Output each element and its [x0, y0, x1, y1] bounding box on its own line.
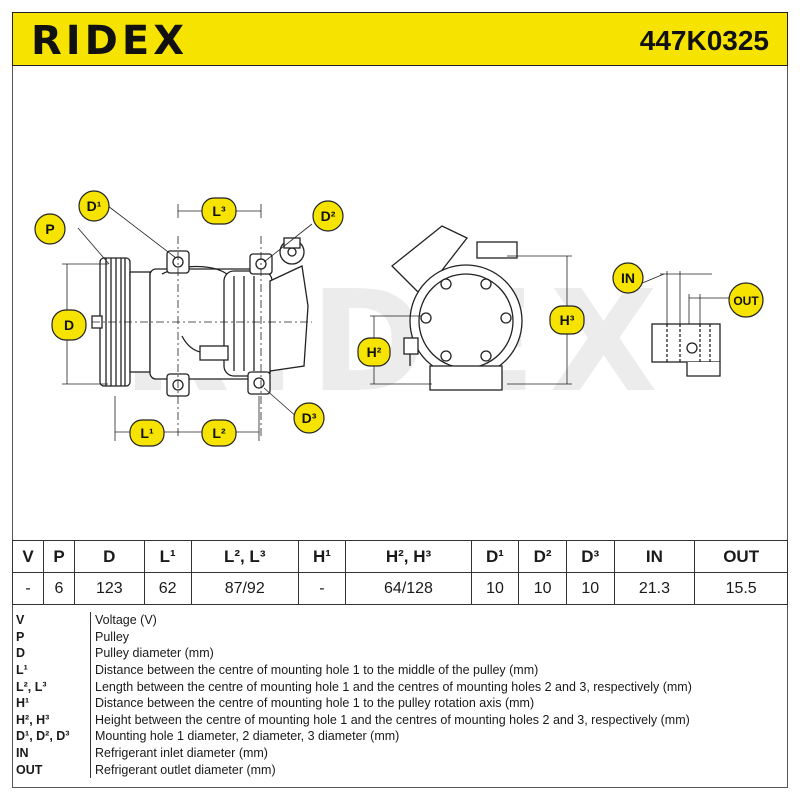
spec-value: 87/92 [190, 572, 299, 605]
spec-value-row: - 6 123 62 87/92 - 64/128 10 10 10 21.3 … [12, 572, 788, 605]
legend-row: H¹ Distance between the centre of mountin… [12, 694, 788, 712]
legend-key: IN [12, 744, 91, 762]
legend-desc: Mounting hole 1 diameter, 2 diameter, 3 … [95, 729, 400, 744]
legend-key: P [12, 628, 91, 646]
header-bar: RIDEX 447K0325 [12, 12, 788, 66]
label-H2: H² [367, 344, 382, 360]
label-H3: H³ [560, 312, 575, 328]
legend-desc: Voltage (V) [95, 613, 157, 628]
spec-value: 62 [143, 572, 192, 605]
label-P: P [45, 221, 54, 237]
label-D1: D¹ [87, 198, 102, 214]
spec-header: D [74, 540, 145, 573]
compressor-body-side [149, 237, 309, 397]
legend-desc: Pulley diameter (mm) [95, 646, 214, 661]
legend-row: D¹, D², D³ Mounting hole 1 diameter, 2 di… [12, 728, 788, 745]
label-D3: D³ [302, 410, 317, 426]
spec-value: 10 [518, 572, 567, 605]
legend-key: V [12, 612, 91, 629]
legend-table: V Voltage (V) P Pulley D Pulley diameter (m… [12, 612, 788, 778]
spec-header-row: V P D L¹ L², L³ H¹ H², H³ D¹ D² D³ IN OU… [12, 540, 788, 573]
label-OUT: OUT [733, 294, 759, 308]
legend-key: L¹ [12, 661, 91, 679]
legend-desc: Refrigerant outlet diameter (mm) [95, 762, 276, 777]
label-L2: L² [212, 425, 226, 441]
spec-header: D² [518, 540, 567, 573]
spec-value: - [12, 572, 44, 605]
legend-row: H², H³ Height between the centre of mount… [12, 711, 788, 729]
legend-row: D Pulley diameter (mm) [12, 645, 788, 662]
legend-row: P Pulley [12, 628, 788, 646]
spec-header: IN [613, 540, 696, 573]
brand-logo: RIDEX [31, 18, 189, 64]
spec-header: L¹ [143, 540, 192, 573]
technical-drawing: RIDEX [12, 66, 788, 536]
spec-header: L², L³ [190, 540, 299, 573]
legend-desc: Refrigerant inlet diameter (mm) [95, 746, 268, 761]
spec-value: 15.5 [694, 572, 788, 605]
legend-key: H², H³ [12, 711, 91, 729]
spec-header: D³ [565, 540, 615, 573]
label-D: D [64, 317, 74, 333]
spec-value: - [297, 572, 347, 605]
spec-value: 123 [74, 572, 145, 605]
label-L3: L³ [212, 203, 226, 219]
spec-value: 21.3 [613, 572, 696, 605]
spec-header: H¹ [297, 540, 347, 573]
legend-key: D¹, D², D³ [12, 728, 91, 745]
spec-header: OUT [694, 540, 788, 573]
legend-row: V Voltage (V) [12, 612, 788, 629]
spec-value: 10 [470, 572, 520, 605]
legend-row: IN Refrigerant inlet diameter (mm) [12, 744, 788, 762]
port-detail-drawing [651, 323, 721, 377]
part-number: 447K0325 [639, 25, 769, 56]
spec-table: V P D L¹ L², L³ H¹ H², H³ D¹ D² D³ IN OU… [12, 540, 788, 605]
label-L1: L¹ [140, 425, 154, 441]
legend-row: OUT Refrigerant outlet diameter (mm) [12, 761, 788, 778]
compressor-diagram: P D¹ D L³ D² L¹ L² D³ H² H³ IN OUT [34, 190, 764, 447]
spec-value: 6 [43, 572, 75, 605]
legend-row: L², L³ Length between the centre of mount… [12, 678, 788, 695]
legend-key: OUT [12, 761, 91, 778]
label-IN: IN [621, 270, 635, 286]
legend-key: H¹ [12, 694, 91, 712]
spec-header: V [12, 540, 44, 573]
legend-row: L¹ Distance between the centre of mountin… [12, 661, 788, 679]
legend-desc: Height between the centre of mounting ho… [95, 712, 690, 727]
legend-desc: Distance between the centre of mounting … [95, 696, 535, 711]
label-D2: D² [321, 208, 336, 224]
legend-desc: Pulley [95, 629, 130, 644]
legend-desc: Distance between the centre of mounting … [95, 663, 539, 678]
spec-value: 64/128 [345, 572, 472, 605]
content-frame [12, 66, 788, 788]
spec-header: P [43, 540, 75, 573]
spec-header: H², H³ [345, 540, 472, 573]
compressor-front-drawing [391, 225, 523, 391]
legend-desc: Length between the centre of mounting ho… [95, 679, 692, 694]
legend-key: D [12, 645, 91, 662]
legend-key: L², L³ [12, 678, 91, 695]
spec-value: 10 [565, 572, 615, 605]
spec-header: D¹ [470, 540, 520, 573]
